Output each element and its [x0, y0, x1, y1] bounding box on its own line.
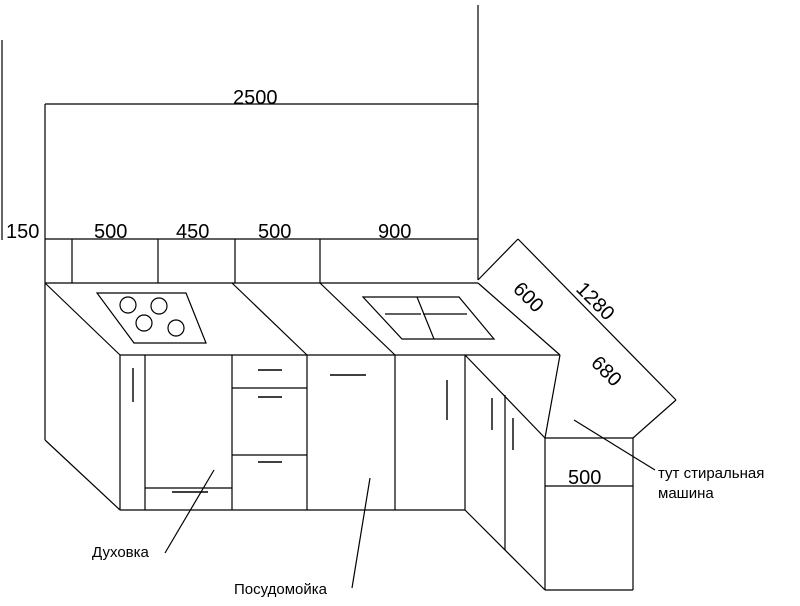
label-washer-line2: машина — [658, 485, 714, 502]
left-side-panel — [44, 283, 121, 511]
cabinet-fronts — [120, 355, 466, 511]
dimension-total: 2500 — [44, 87, 478, 283]
burner-1-icon — [119, 296, 137, 314]
dim-680: 680 — [586, 352, 625, 391]
label-dishwasher: Посудомойка — [234, 581, 328, 598]
dim-500-a: 500 — [94, 221, 127, 243]
dim-500-b: 500 — [258, 221, 291, 243]
countertop — [44, 238, 677, 471]
label-oven: Духовка — [92, 544, 150, 561]
dim-600: 600 — [508, 278, 547, 317]
label-washer-line1: тут стиральная — [658, 465, 764, 482]
backsplash-panels: 150 500 450 500 900 — [6, 221, 478, 283]
dim-900: 900 — [378, 221, 411, 243]
cooktop — [95, 292, 207, 344]
burner-2-icon — [150, 297, 168, 315]
dim-450: 450 — [176, 221, 209, 243]
dim-washer-500: 500 — [568, 467, 601, 489]
callout-leaders — [164, 469, 371, 589]
dim-2500: 2500 — [233, 87, 278, 109]
corner-dimensions: 600 1280 680 500 — [508, 278, 625, 489]
burner-4-icon — [167, 319, 185, 337]
labels: Духовка Посудомойка тут стиральная машин… — [92, 465, 764, 598]
sink — [361, 296, 496, 340]
corner-cabinets — [464, 395, 634, 591]
wall-lines — [1, 5, 479, 280]
burner-3-icon — [135, 314, 153, 332]
dim-150: 150 — [6, 221, 39, 243]
